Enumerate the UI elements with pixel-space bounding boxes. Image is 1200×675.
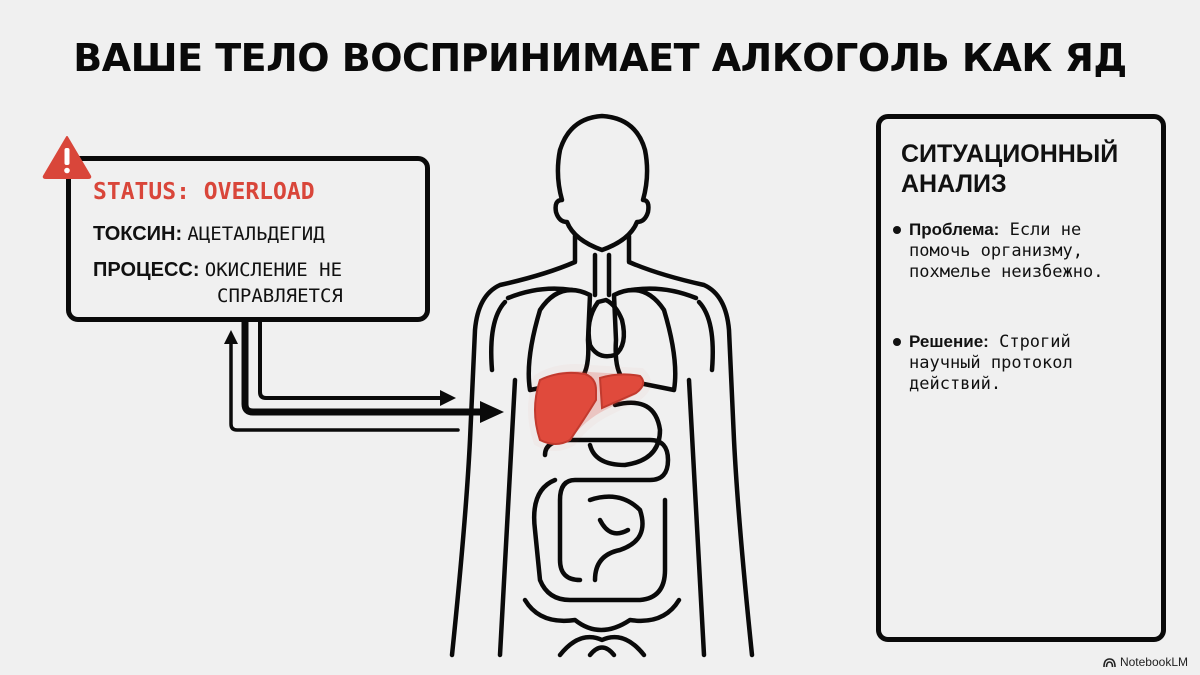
process-line: ПРОЦЕСС: ОКИСЛЕНИЕ НЕ <box>93 259 342 282</box>
item-label: Решение: <box>909 332 989 351</box>
item-label: Проблема: <box>909 220 1000 239</box>
process-line-2: СПРАВЛЯЕТСЯ <box>217 285 343 308</box>
analysis-title-line1: СИТУАЦИОННЫЙ <box>901 140 1119 168</box>
arrow-head-icon <box>224 330 238 344</box>
page-title: ВАШЕ ТЕЛО ВОСПРИНИМАЕТ АЛКОГОЛЬ КАК ЯД <box>73 36 1127 80</box>
bullet-icon <box>893 226 901 234</box>
toxin-label: ТОКСИН: <box>93 223 183 245</box>
analysis-title-line2: АНАЛИЗ <box>901 170 1007 198</box>
process-value-line2: СПРАВЛЯЕТСЯ <box>217 285 343 307</box>
status-value: OVERLOAD <box>203 179 315 205</box>
item-text: Строгий научный протокол действий. <box>909 332 1073 394</box>
toxin-value: АЦЕТАЛЬДЕГИД <box>187 223 325 245</box>
notebooklm-logo-icon <box>1103 657 1116 667</box>
analysis-title: СИТУАЦИОННЫЙ АНАЛИЗ <box>901 139 1118 199</box>
brand-watermark: NotebookLM <box>1103 655 1188 669</box>
process-label: ПРОЦЕСС: <box>93 259 200 281</box>
liver-highlight <box>534 371 645 445</box>
arrow-head-icon <box>440 390 456 406</box>
status-line: STATUS: OVERLOAD <box>93 179 315 205</box>
bullet-icon <box>893 338 901 346</box>
status-label: STATUS: <box>93 179 190 205</box>
brand-label: NotebookLM <box>1119 655 1188 669</box>
status-panel: STATUS: OVERLOAD ТОКСИН: АЦЕТАЛЬДЕГИД ПР… <box>66 156 430 322</box>
item-text: Если не помочь организму, похмелье неизб… <box>909 220 1104 282</box>
warning-triangle-icon <box>42 136 92 179</box>
arrows <box>229 318 488 432</box>
body-outline <box>449 113 755 658</box>
arrow-head-icon <box>480 401 504 423</box>
process-value-line1: ОКИСЛЕНИЕ НЕ <box>204 259 343 281</box>
analysis-panel: СИТУАЦИОННЫЙ АНАЛИЗ Проблема: Если не по… <box>876 114 1166 642</box>
toxin-line: ТОКСИН: АЦЕТАЛЬДЕГИД <box>93 223 325 246</box>
